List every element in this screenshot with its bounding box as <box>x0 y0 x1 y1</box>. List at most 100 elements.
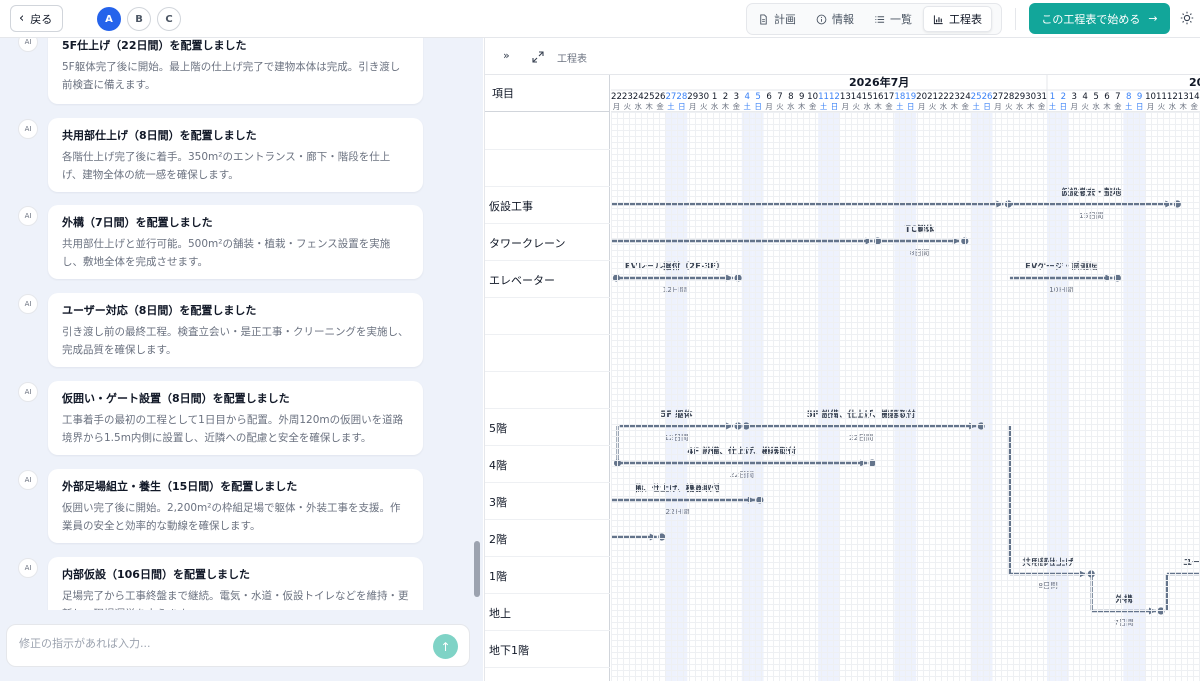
variant-b-button[interactable]: B <box>127 7 151 31</box>
weekday-label: 金 <box>1190 102 1198 111</box>
day-number: 10 <box>807 92 818 102</box>
day-number: 30 <box>698 92 709 102</box>
ai-avatar: AI <box>18 119 38 139</box>
row-label: 3階 <box>489 496 507 509</box>
tab-info[interactable]: 情報 <box>807 6 863 32</box>
chat-message: 外構（7日間）を配置しました 共用部仕上げと並行可能。500m²の舗装・植栽・フ… <box>48 205 423 279</box>
weekday-label: 木 <box>874 102 882 111</box>
message-body: 共用部仕上げと並行可能。500m²の舗装・植栽・フェンス設置を実施し、敷地全体を… <box>62 238 391 268</box>
day-number: 24 <box>633 92 644 102</box>
weekday-label: 水 <box>787 102 795 111</box>
tab-plan[interactable]: 計画 <box>749 6 805 32</box>
weekday-label: 火 <box>1081 102 1089 111</box>
weekday-label: 日 <box>983 102 990 111</box>
tab-list-label: 一覧 <box>890 13 912 26</box>
weekday-label: 金 <box>1114 102 1122 111</box>
chat-message: 外部足場組立・養生（15日間）を配置しました 仮囲い完了後に開始。2,200m²… <box>48 469 423 543</box>
row-divider <box>485 260 610 261</box>
day-number: 25 <box>971 92 982 102</box>
row-divider <box>485 482 610 483</box>
weekday-label: 水 <box>711 102 719 111</box>
day-number: 26 <box>982 92 993 102</box>
view-tabs: 計画 情報 一覧 工程表 <box>746 3 1002 35</box>
back-button[interactable]: ‹ 戻る <box>10 5 64 32</box>
row-divider <box>485 371 610 372</box>
arrow-right-icon: → <box>1148 12 1158 25</box>
weekday-label: 月 <box>689 102 696 111</box>
expand-icon[interactable] <box>532 51 544 63</box>
variant-c-button[interactable]: C <box>157 7 181 31</box>
weekday-label: 月 <box>842 102 849 111</box>
chevron-left-icon: ‹ <box>19 11 25 26</box>
weekday-label: 水 <box>863 102 871 111</box>
day-number: 20 <box>916 92 927 102</box>
weekday-label: 火 <box>1158 102 1166 111</box>
theme-toggle-icon[interactable] <box>1180 11 1194 25</box>
ai-avatar: AI <box>18 470 38 490</box>
row-divider <box>485 334 610 335</box>
message-body: 仮囲い完了後に開始。2,200m²の枠組足場で躯体・外装工事を支援。作業員の安全… <box>62 502 401 532</box>
weekday-label: 金 <box>733 102 741 111</box>
day-number: 25 <box>644 92 655 102</box>
row-divider <box>485 297 610 298</box>
day-number: 12 <box>829 92 840 102</box>
chat-message: 5F仕上げ（22日間）を配置しました 5F躯体完了後に開始。最上階の仕上げ完了で… <box>48 38 423 104</box>
row-label: 仮設工事 <box>489 200 533 213</box>
day-number: 16 <box>873 92 884 102</box>
toolbar-divider <box>1015 8 1016 30</box>
tab-schedule[interactable]: 工程表 <box>923 6 992 32</box>
day-number: 29 <box>1014 92 1025 102</box>
day-number: 2 <box>723 92 728 102</box>
date-header <box>611 75 1200 112</box>
day-number: 6 <box>766 92 771 102</box>
collapse-panel-icon[interactable]: » <box>503 49 510 62</box>
weekday-label: 木 <box>1103 102 1111 111</box>
row-label: 2階 <box>489 533 507 546</box>
day-number: 22 <box>938 92 949 102</box>
weekday-label: 水 <box>1169 102 1177 111</box>
weekday-label: 火 <box>700 102 708 111</box>
weekday-label: 水 <box>940 102 948 111</box>
weekday-label: 金 <box>885 102 893 111</box>
send-button[interactable]: ↑ <box>433 634 458 659</box>
day-number: 21 <box>927 92 938 102</box>
day-number: 8 <box>788 92 793 102</box>
instruction-input[interactable] <box>19 637 419 650</box>
day-number: 11 <box>1156 92 1167 102</box>
chat-panel: AI 5F仕上げ（22日間）を配置しました 5F躯体完了後に開始。最上階の仕上げ… <box>0 38 483 681</box>
day-number: 7 <box>777 92 782 102</box>
tab-list[interactable]: 一覧 <box>865 6 921 32</box>
weekday-label: 木 <box>645 102 653 111</box>
bar-chart-icon <box>933 14 943 24</box>
gantt-grid <box>611 112 1200 681</box>
day-number: 18 <box>894 92 905 102</box>
info-icon <box>816 14 827 24</box>
top-bar: ‹ 戻る A B C 計画 情報 一覧 工程表 この工程表で始める → <box>0 0 1200 38</box>
start-with-schedule-button[interactable]: この工程表で始める → <box>1029 3 1170 34</box>
message-title: 共用部仕上げ（8日間）を配置しました <box>62 129 257 142</box>
weekday-label: 月 <box>1147 102 1154 111</box>
row-divider <box>485 186 610 187</box>
day-number: 23 <box>949 92 960 102</box>
row-divider <box>485 593 610 594</box>
weekday-label: 日 <box>678 102 685 111</box>
weekday-label: 火 <box>1005 102 1013 111</box>
list-icon <box>875 15 885 23</box>
weekday-label: 火 <box>624 102 632 111</box>
weekday-label: 土 <box>896 102 903 111</box>
day-number: 27 <box>992 92 1003 102</box>
row-divider <box>485 519 610 520</box>
weekday-label: 金 <box>962 102 970 111</box>
day-number: 13 <box>840 92 851 102</box>
day-number: 28 <box>1003 92 1014 102</box>
weekday-label: 火 <box>929 102 937 111</box>
weekday-label: 月 <box>765 102 772 111</box>
variant-a-button[interactable]: A <box>97 7 121 31</box>
row-divider <box>485 149 610 150</box>
message-body: 各階仕上げ完了後に着手。350m²のエントランス・廊下・階段を仕上げ、建物全体の… <box>62 151 391 181</box>
day-number: 22 <box>611 92 622 102</box>
message-body: 工事着手の最初の工程として1日目から配置。外周120mの仮囲いを道路境界から1.… <box>62 414 404 444</box>
chat-scrollbar[interactable] <box>474 541 480 597</box>
day-number: 4 <box>745 92 750 102</box>
